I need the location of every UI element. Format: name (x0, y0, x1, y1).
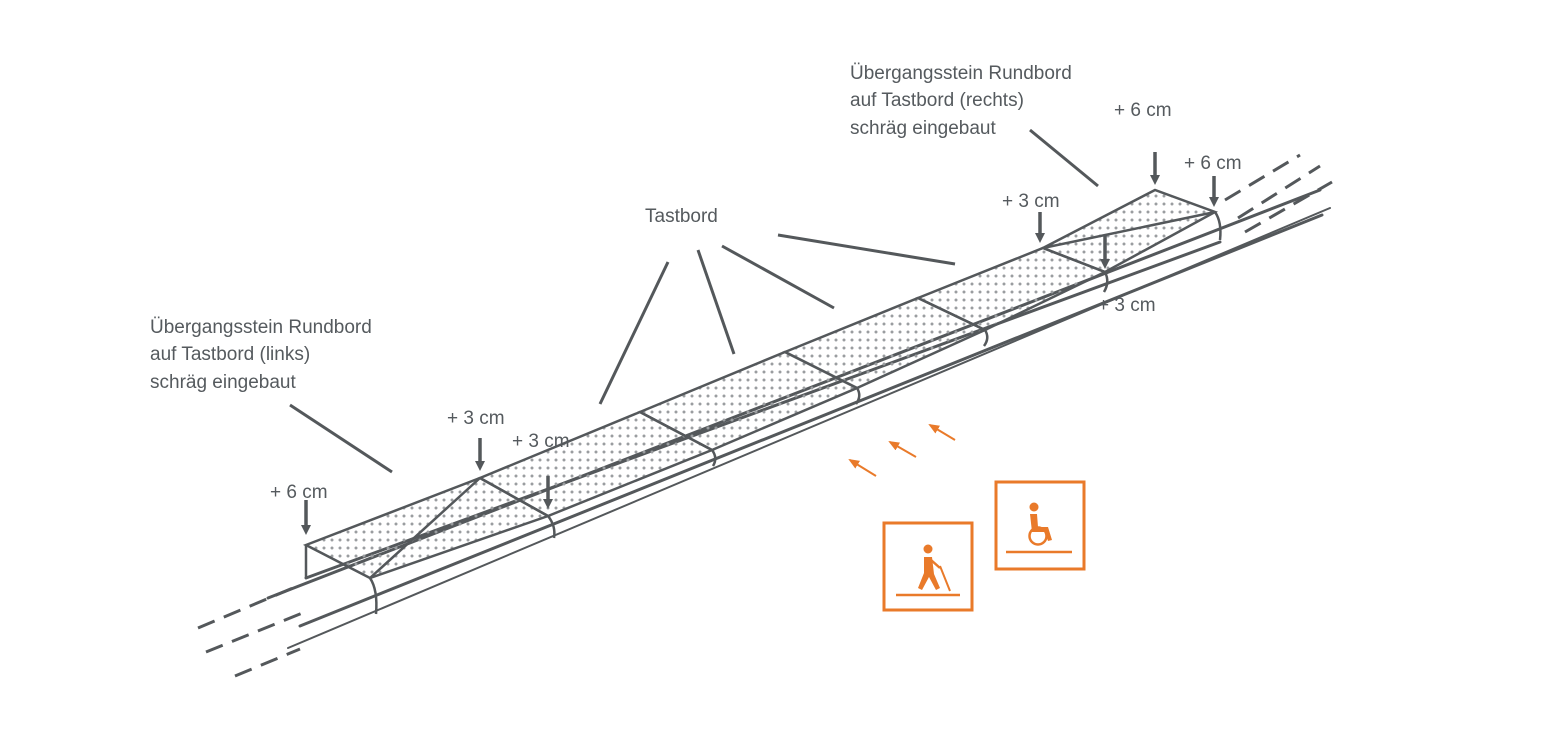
leader-tastbord-4 (777, 233, 956, 266)
height-arrows (301, 152, 1219, 535)
height-right-top-1: + 6 cm (1114, 100, 1172, 121)
left-transition-line-1: Übergangsstein Rundbord (150, 317, 372, 338)
joint-2 (547, 515, 556, 539)
height-right-top-2: + 6 cm (1184, 153, 1242, 174)
dashed-extensions (197, 153, 1333, 678)
dash-right-1 (1224, 153, 1301, 202)
tastbord-label: Tastbord (645, 206, 718, 227)
height-left-inner-2: + 3 cm (512, 431, 570, 452)
joint-5 (982, 329, 989, 347)
dash-right-2 (1237, 164, 1321, 220)
road-line-3 (287, 207, 1331, 649)
dash-left-3 (234, 647, 301, 678)
curb-base (266, 188, 1331, 649)
right-transition-label: Übergangsstein Rundbord auf Tastbord (re… (850, 63, 1072, 139)
joint-3 (710, 449, 717, 467)
right-diagonal (1042, 210, 1216, 250)
leader-tastbord-1 (598, 261, 670, 405)
joint-7 (1213, 211, 1222, 241)
joint-1 (368, 577, 378, 615)
left-diagonal (369, 477, 481, 579)
leader-left-transition (289, 403, 393, 474)
right-transition-line-2: auf Tastbord (rechts) (850, 90, 1024, 111)
direction-arrow-icon (848, 458, 877, 477)
joint-6 (1102, 271, 1109, 293)
wheelchair-icon (1028, 502, 1052, 546)
curb-joints (304, 211, 1222, 615)
leader-tastbord-2 (696, 249, 736, 355)
dash-left-1 (197, 583, 301, 630)
leader-tastbord-3 (721, 244, 835, 310)
height-left-inner-1: + 3 cm (447, 408, 505, 429)
right-transition-line-3: schräg eingebaut (850, 118, 996, 139)
left-transition-line-2: auf Tastbord (links) (150, 344, 310, 365)
height-right-bottom: + 3 cm (1098, 295, 1156, 316)
dash-left-2 (205, 610, 306, 654)
dash-right-3 (1244, 180, 1333, 234)
blind-pedestrian-icon (918, 544, 951, 592)
leader-right-transition (1029, 128, 1099, 188)
joint-4 (854, 387, 861, 405)
direction-arrows (848, 423, 956, 477)
direction-arrow-icon (928, 423, 956, 441)
tastbord-surface (302, 188, 1219, 580)
left-transition-label: Übergangsstein Rundbord auf Tastbord (li… (150, 317, 372, 393)
height-right-mid: + 3 cm (1002, 191, 1060, 212)
left-transition-line-3: schräg eingebaut (150, 372, 296, 393)
right-transition-line-1: Übergangsstein Rundbord (850, 63, 1072, 84)
height-left-outer: + 6 cm (270, 482, 328, 503)
blind-pedestrian-sign (882, 521, 974, 612)
wheelchair-sign (994, 480, 1086, 571)
leader-lines (289, 128, 1099, 474)
direction-arrow-icon (888, 441, 917, 458)
